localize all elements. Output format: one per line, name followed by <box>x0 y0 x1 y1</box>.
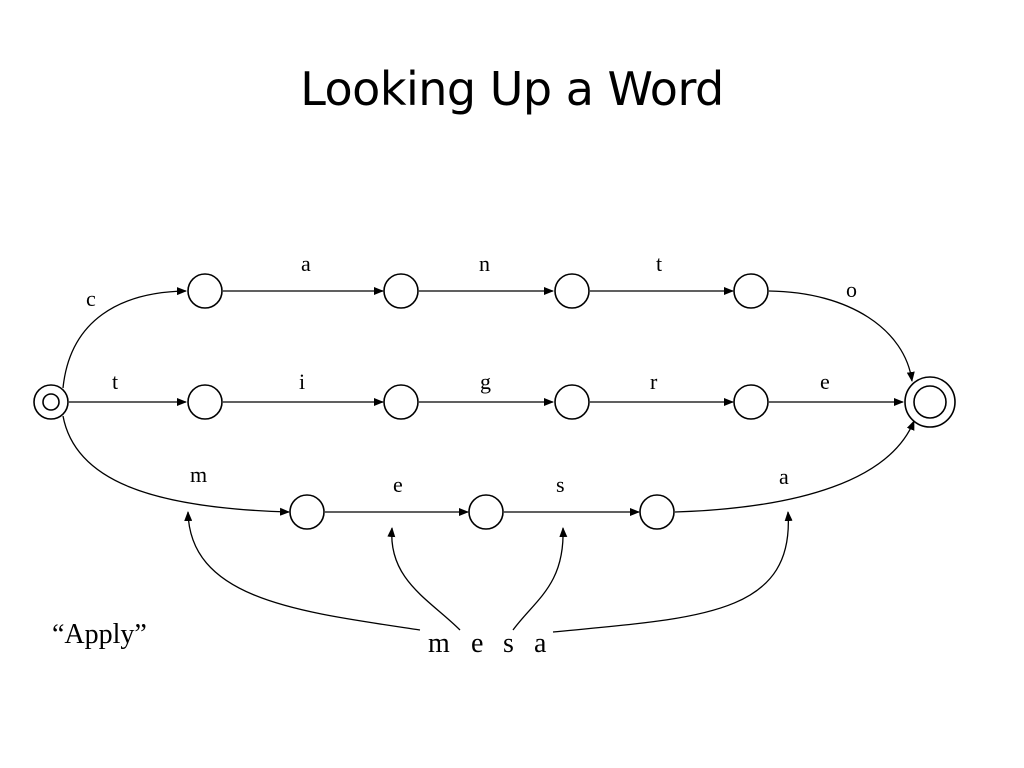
state-middle-1 <box>187 384 223 420</box>
slide-title: Looking Up a Word <box>300 62 724 116</box>
input-char-a: a <box>534 628 547 659</box>
edge-label-e-bottom: e <box>393 472 403 497</box>
edge-label-s: s <box>556 472 565 497</box>
input-char-s: s <box>503 628 514 659</box>
edge-label-c: c <box>86 286 96 311</box>
apply-arrow-m <box>184 511 421 631</box>
apply-label: “Apply” <box>52 619 147 650</box>
apply-arrow-a <box>552 511 793 633</box>
edge-label-e-middle: e <box>820 369 830 394</box>
final-state-inner <box>913 385 947 419</box>
edge-m <box>62 415 290 516</box>
input-char-m: m <box>428 628 450 659</box>
state-middle-2 <box>383 384 419 420</box>
edge-a-bottom <box>674 420 915 513</box>
state-bottom-1 <box>289 494 325 530</box>
edge-label-a-bottom: a <box>779 464 789 489</box>
state-bottom-3 <box>639 494 675 530</box>
state-top-4 <box>733 273 769 309</box>
edge-label-t-middle: t <box>112 369 118 394</box>
input-char-e: e <box>471 628 483 659</box>
state-middle-4 <box>733 384 769 420</box>
edge-label-g: g <box>480 369 491 394</box>
apply-arrow-s <box>512 527 568 631</box>
edge-label-n: n <box>479 251 490 276</box>
state-middle-3 <box>554 384 590 420</box>
start-state-inner <box>42 393 60 411</box>
edge-label-m: m <box>190 462 207 487</box>
edge-c <box>62 287 187 389</box>
edge-label-i: i <box>299 369 305 394</box>
edge-o <box>768 290 915 382</box>
apply-arrow-e <box>387 527 461 631</box>
edge-label-a-top: a <box>301 251 311 276</box>
edge-label-t-top: t <box>656 251 662 276</box>
state-top-1 <box>187 273 223 309</box>
edge-label-o: o <box>846 277 857 302</box>
state-top-2 <box>383 273 419 309</box>
state-bottom-2 <box>468 494 504 530</box>
edge-label-r: r <box>650 369 658 394</box>
state-top-3 <box>554 273 590 309</box>
